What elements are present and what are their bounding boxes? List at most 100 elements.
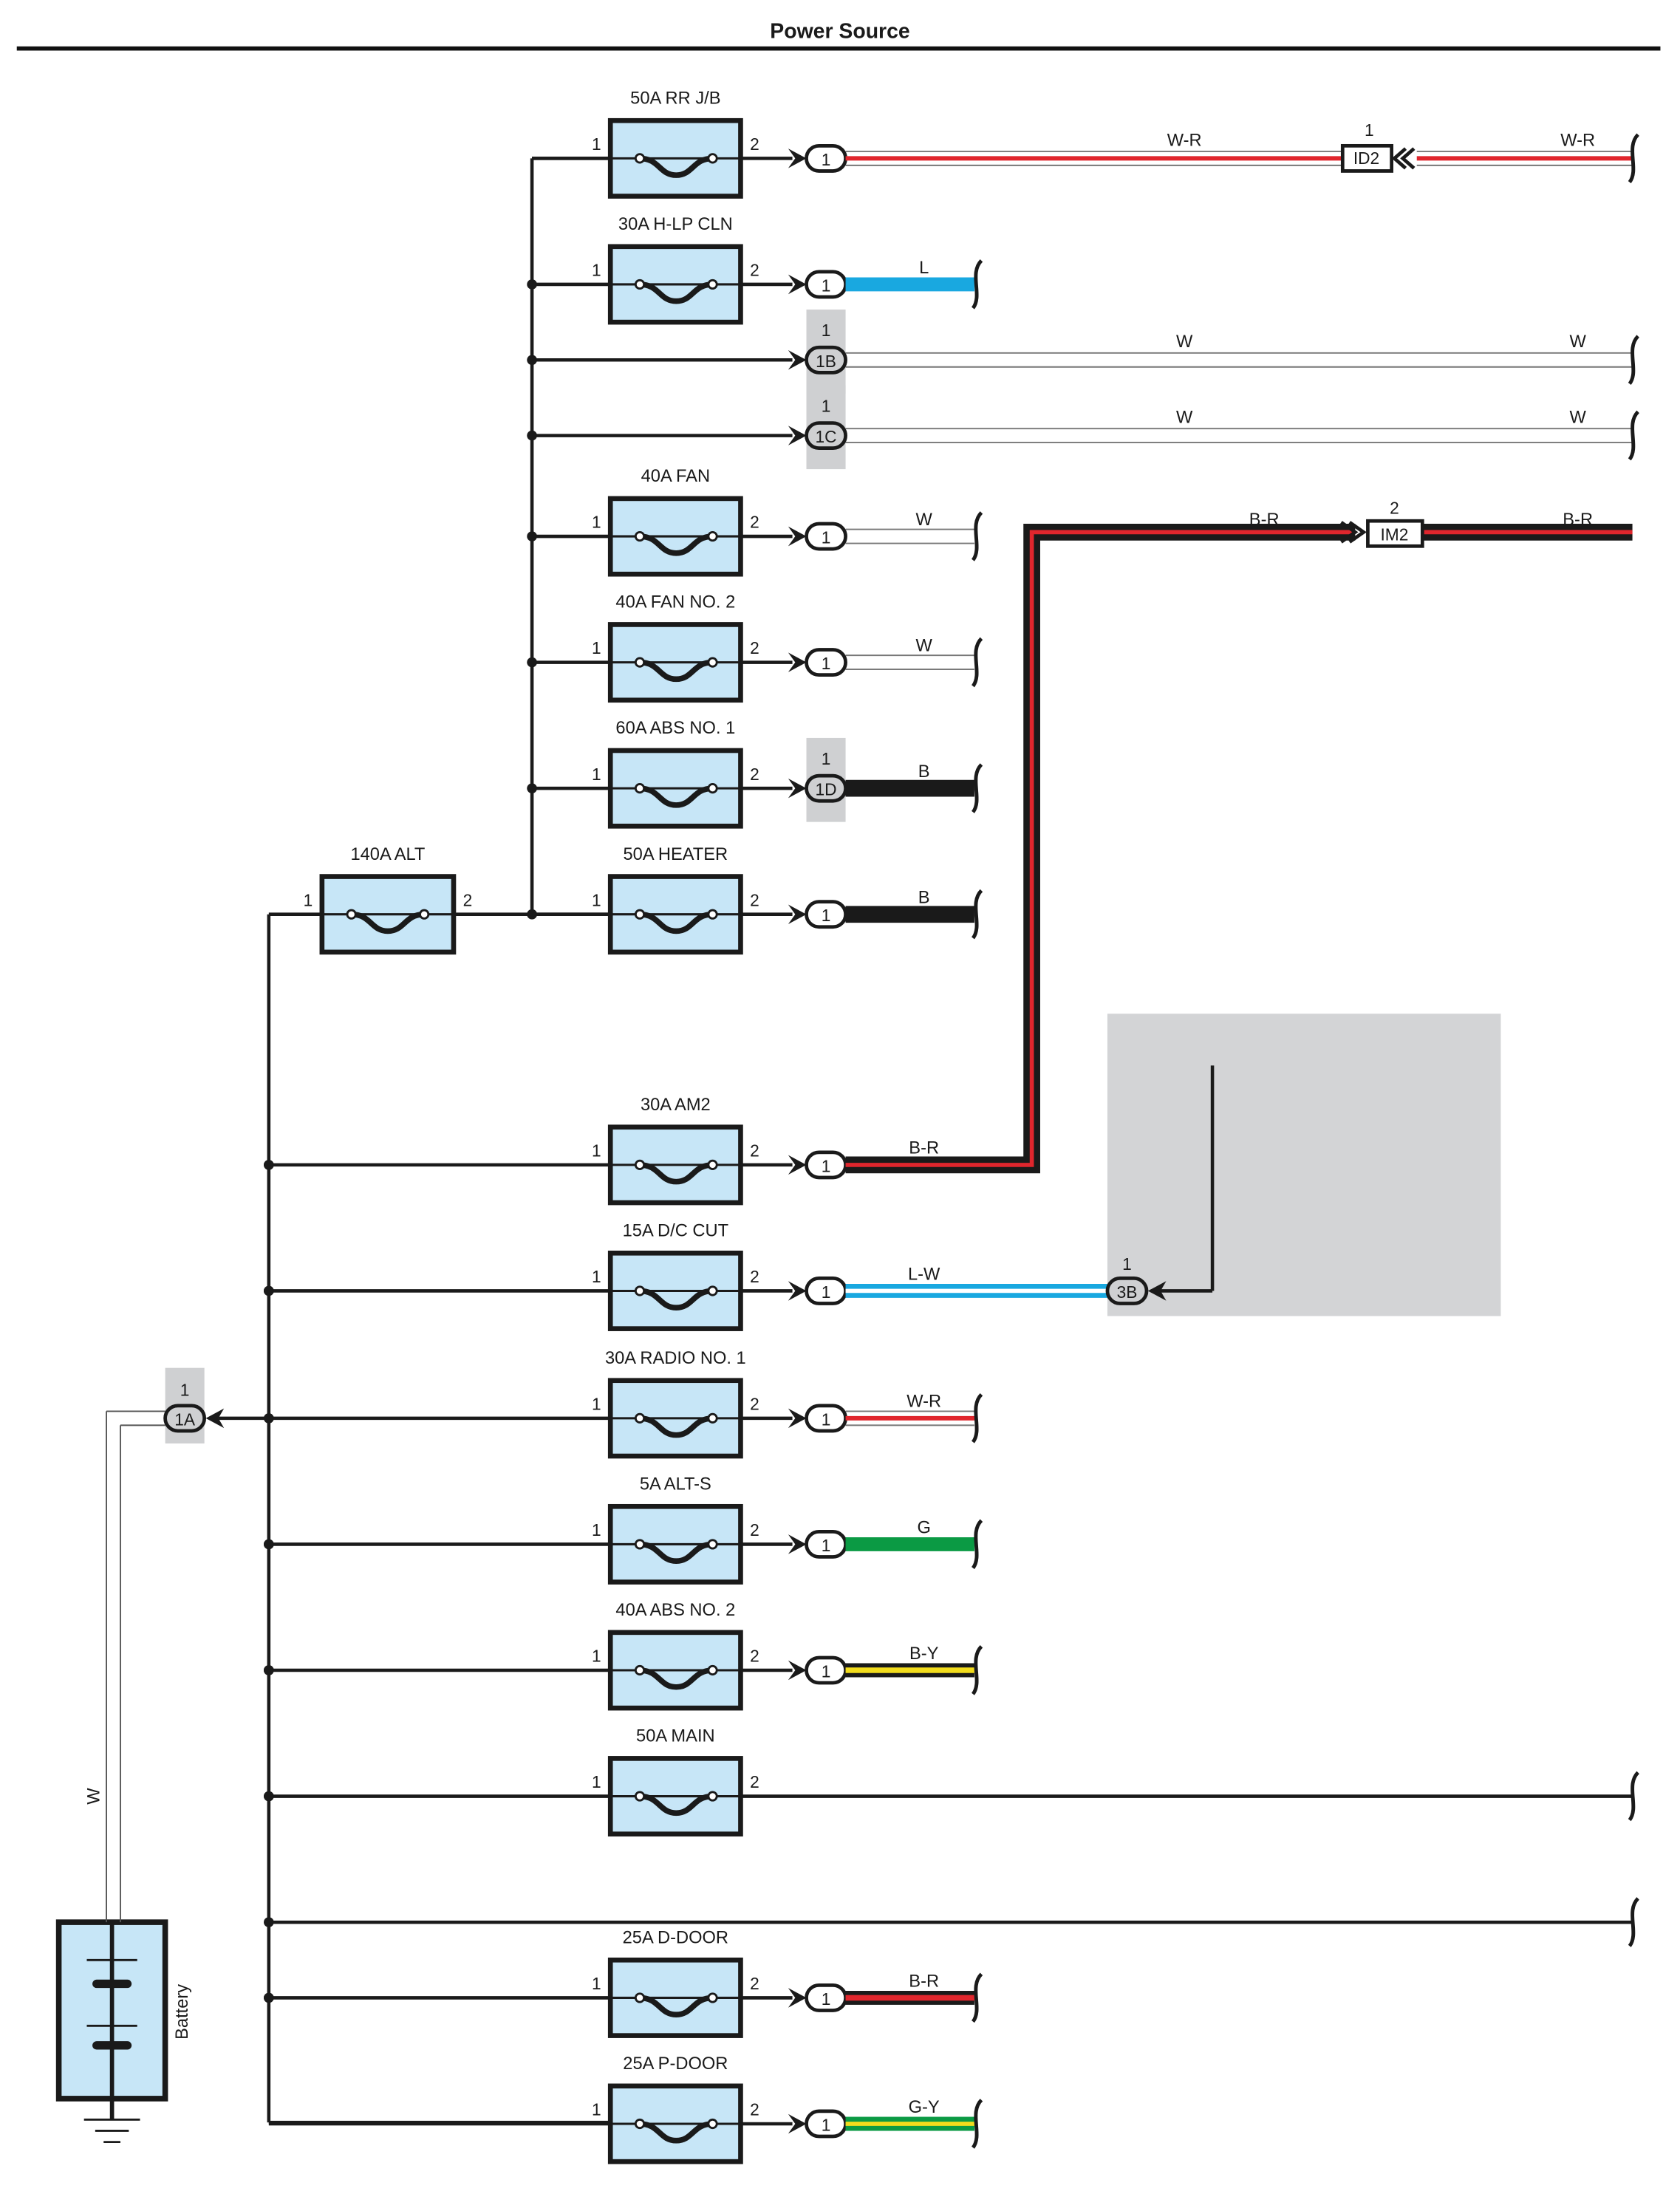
title-rule (16, 46, 1661, 51)
wire-label: W (1569, 409, 1586, 428)
fuse-label: 30A H-LP CLN (618, 215, 733, 234)
bus-lines (267, 157, 611, 2123)
wire-break-icon (971, 1645, 983, 1695)
fuse-pin-in: 1 (592, 638, 601, 657)
junction-box (1107, 1014, 1501, 1316)
splice-dot (264, 1665, 274, 1675)
fuse-pin-out: 2 (750, 1395, 759, 1414)
connector-label: 1 (822, 1409, 831, 1429)
fuse-label: 140A ALT (350, 845, 425, 864)
connector-id2[interactable]: ID2 1 W-R (1340, 120, 1595, 173)
wire-label: B-R (1563, 510, 1593, 530)
connector-arrow-icon (788, 652, 807, 672)
battery-label: Battery (173, 1984, 192, 2040)
fuse-label: 30A RADIO NO. 1 (605, 1349, 746, 1368)
connector-arrow-icon (788, 2113, 807, 2134)
wire-label: G (917, 1518, 930, 1537)
wire-break-icon (1628, 1897, 1640, 1947)
connector-label: 1 (822, 150, 831, 169)
connector-arrow-icon (788, 1988, 807, 2008)
connector-im2-pin: 2 (1390, 499, 1399, 518)
wire-label: B (918, 889, 930, 908)
fuse-140a-alt[interactable]: 140A ALT 1 2 (304, 845, 537, 955)
connector-arrow-icon (788, 1281, 807, 1301)
connector-im2[interactable]: IM2 2 B-R B-R (1249, 499, 1593, 548)
fuse-pin-in: 1 (592, 134, 601, 154)
connector-label: 1 (822, 1989, 831, 2009)
fuse-pin-in: 1 (592, 765, 601, 784)
fuse-pin-out: 2 (750, 1647, 759, 1666)
wire-label: W (1569, 332, 1586, 352)
connector-arrow-icon (788, 778, 807, 799)
connector-label: 1 (822, 906, 831, 925)
direct-connector-1c[interactable]: 1C 1W W (527, 385, 1640, 470)
fuse-pin-in: 1 (592, 1520, 601, 1539)
connector-arrow-icon (788, 350, 807, 370)
fuse-pin-in: 1 (592, 890, 601, 909)
fuse-pin-in: 1 (304, 890, 313, 909)
connector-label: 1 (822, 276, 831, 295)
connector-label: 1C (816, 427, 837, 446)
connector-3b-label: 3B (1117, 1282, 1138, 1302)
fuse-pin-out: 2 (750, 1772, 759, 1791)
fuse-pin-out: 2 (750, 134, 759, 154)
wire-label: B-R (1249, 510, 1280, 530)
connector-3b[interactable]: 1 3B (1105, 1254, 1167, 1305)
fuse-pin-in: 1 (592, 1141, 601, 1161)
connector-pin: 1 (822, 321, 831, 340)
connector-label: 1 (822, 1156, 831, 1175)
fuse-label: 40A ABS NO. 2 (615, 1601, 735, 1620)
fuse-pin-in: 1 (592, 1647, 601, 1666)
splice-dot (527, 657, 537, 668)
wire-break-icon (971, 637, 983, 688)
connector-label: 1 (822, 1661, 831, 1681)
connector-3b-pin: 1 (1122, 1254, 1132, 1274)
battery-wire-color: W (85, 1788, 104, 1805)
connector-arrow-icon (788, 904, 807, 924)
fuse-label: 40A FAN (641, 467, 710, 486)
fuse-pin-out: 2 (750, 513, 759, 532)
wire-label: G-Y (909, 2098, 940, 2117)
wire-break-icon (1628, 1771, 1640, 1822)
wire-break-icon (971, 1519, 983, 1570)
wire-label: L-W (908, 1265, 940, 1284)
fuse-pin-in: 1 (592, 261, 601, 280)
connector-pin: 1 (822, 396, 831, 415)
fuse-pin-out: 2 (750, 890, 759, 909)
wire-label: W (1176, 409, 1193, 428)
fuse-label: 30A AM2 (641, 1096, 711, 1115)
fuse-pin-out: 2 (463, 890, 473, 909)
fuse-pin-out: 2 (750, 1141, 759, 1161)
wire-break-icon (971, 259, 983, 310)
connector-arrow-icon (788, 426, 807, 445)
wire-break-icon (1628, 410, 1640, 461)
wire-label: L (919, 259, 929, 278)
connector-label: 1D (816, 780, 837, 799)
connector-1a[interactable]: 1 1A (163, 1367, 269, 1444)
wire-break-icon (971, 763, 983, 813)
fuse-label: 15A D/C CUT (623, 1222, 728, 1241)
wire-label: W (1176, 332, 1193, 352)
connector-label: 1 (822, 528, 831, 547)
splice-dot (264, 1160, 274, 1170)
connector-arrow-icon (788, 1155, 807, 1175)
wire-label: B (918, 762, 930, 782)
wire-break-icon (971, 1972, 983, 2023)
fuse-pin-in: 1 (592, 1772, 601, 1791)
